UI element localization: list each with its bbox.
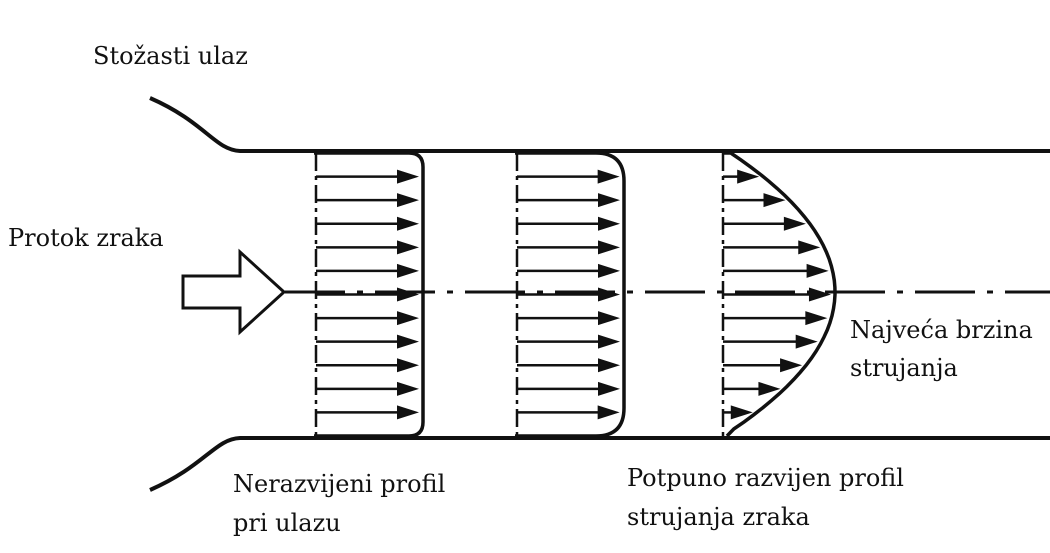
- undeveloped-profile-label-line2: pri ulazu: [233, 509, 341, 537]
- profile-envelope: [723, 151, 837, 438]
- velocity-arrow-head: [805, 311, 828, 326]
- inlet-label: Stožasti ulaz: [93, 42, 248, 70]
- velocity-arrow-head: [397, 169, 419, 184]
- developed-profile-label-line2: strujanja zraka: [627, 503, 810, 531]
- velocity-profile-developed: [721, 151, 837, 438]
- velocity-arrow-head: [783, 216, 806, 231]
- velocity-arrow-head: [397, 287, 419, 302]
- velocity-arrow-head: [806, 263, 829, 278]
- velocity-arrow-head: [598, 193, 620, 208]
- velocity-arrow-head: [737, 169, 760, 184]
- velocity-arrow-head: [730, 405, 753, 420]
- velocity-arrow-head: [397, 193, 419, 208]
- developed-profile-label-line1: Potpuno razvijen profil: [627, 464, 904, 492]
- velocity-arrow-head: [598, 263, 620, 278]
- velocity-arrow-head: [808, 287, 831, 302]
- pipe-top-wall: [149, 96, 1050, 153]
- velocity-arrow-head: [598, 240, 620, 255]
- velocity-arrow-head: [397, 381, 419, 396]
- velocity-profiles: [314, 151, 837, 438]
- velocity-arrow-head: [397, 216, 419, 231]
- flow-label: Protok zraka: [8, 224, 164, 252]
- velocity-arrow-head: [598, 381, 620, 396]
- velocity-arrow-head: [798, 240, 821, 255]
- velocity-arrow-head: [598, 334, 620, 349]
- profile-envelope: [515, 151, 626, 438]
- velocity-arrow-head: [795, 334, 818, 349]
- velocity-arrow-head: [397, 240, 419, 255]
- velocity-arrow-head: [397, 311, 419, 326]
- velocity-arrow-head: [763, 193, 786, 208]
- velocity-arrow-head: [397, 263, 419, 278]
- profile-envelope: [314, 151, 425, 438]
- velocity-arrow-head: [598, 287, 620, 302]
- max-velocity-label-line1: Najveća brzina: [850, 316, 1033, 344]
- velocity-arrow-head: [397, 405, 419, 420]
- velocity-arrow-head: [397, 358, 419, 373]
- velocity-arrow-head: [597, 169, 620, 184]
- pipe-bottom-wall: [149, 436, 1050, 492]
- undeveloped-profile-label-line1: Nerazvijeni profil: [233, 470, 446, 498]
- velocity-arrow-head: [758, 381, 781, 396]
- velocity-arrow-head: [598, 311, 620, 326]
- flow-arrow-icon: [181, 248, 287, 336]
- velocity-arrow-head: [598, 358, 620, 373]
- velocity-arrow-head: [598, 216, 620, 231]
- velocity-arrow-head: [780, 358, 803, 373]
- velocity-profile-developing: [515, 151, 626, 438]
- velocity-profile-undeveloped: [314, 151, 425, 438]
- velocity-arrow-head: [397, 334, 419, 349]
- velocity-arrow-head: [597, 405, 620, 420]
- max-velocity-label-line2: strujanja: [850, 354, 958, 382]
